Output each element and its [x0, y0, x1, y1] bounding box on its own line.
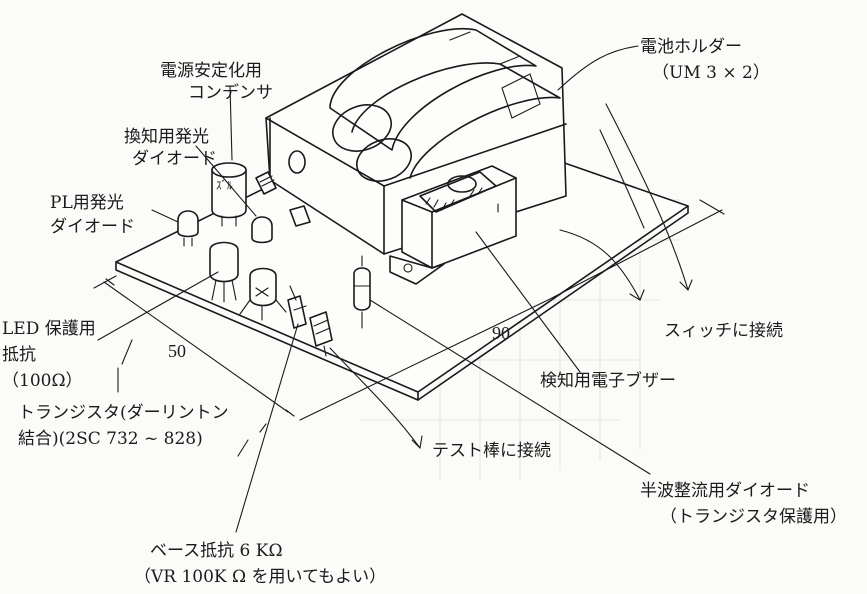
diode-label-line1: 半波整流用ダイオード: [640, 481, 810, 501]
resistors: [255, 171, 333, 357]
battery-holder-label: 電池ホルダー: [640, 37, 742, 57]
pl-led-label-line2: ダイオード: [50, 217, 135, 237]
capacitor: [211, 85, 247, 227]
detection-led-label-line1: 換知用発光: [124, 127, 209, 147]
detection-led-label-line2: ダイオード: [132, 149, 217, 169]
led-resistor-label-line2: 抵抗: [2, 345, 36, 365]
battery-spec-label: （UM 3 × 2）: [652, 63, 770, 83]
transistor-label-line1: トランジスタ(ダーリントン: [18, 403, 229, 423]
led-resistor-label-line3: （100Ω）: [2, 371, 83, 391]
switch-connection-label: スィッチに接続: [664, 321, 783, 341]
pl-led-label-line1: PL用発光: [50, 193, 124, 213]
capacitor-label-line1: 電源安定化用: [160, 61, 262, 81]
leader-lines: [97, 45, 693, 533]
buzzer-label: 検知用電子ブザー: [540, 371, 676, 391]
rectifier-diode: [353, 255, 371, 329]
test-rod-label: テスト棒に接続: [432, 441, 551, 461]
pl-led: [177, 210, 199, 247]
transistor-2: [239, 267, 287, 321]
width-dimension: 50: [168, 341, 186, 361]
detection-led: [251, 216, 273, 244]
length-dimension: 90: [492, 323, 510, 343]
dimension-lines: [93, 199, 725, 421]
electronic-buzzer: [389, 165, 517, 285]
transistor-label-line2: 結合)(2SC 732 ~ 828): [18, 429, 203, 449]
base-resistor-label-line1: ベース抵抗 6 KΩ: [150, 541, 283, 561]
led-resistor-label-line1: LED 保護用: [2, 319, 96, 339]
capacitor-marking: ｽﾞﾙ: [216, 179, 233, 192]
transistor-1: [209, 241, 239, 303]
diode-label-line2: （トランジスタ保護用）: [660, 507, 847, 527]
base-resistor-label-line2: （VR 100K Ω を用いてもよい）: [134, 567, 387, 587]
capacitor-label-line2: コンデンサ: [188, 83, 273, 103]
